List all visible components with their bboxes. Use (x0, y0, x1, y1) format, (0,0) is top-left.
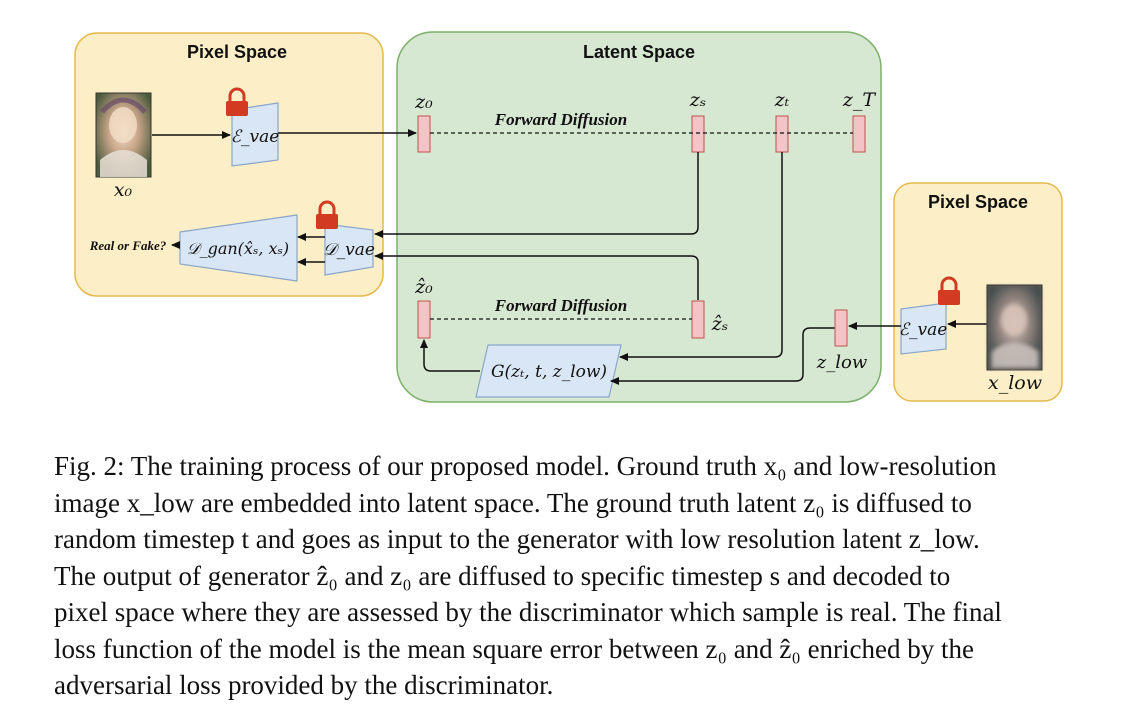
arrow-zt-to-generator (619, 152, 783, 361)
label-zT: z_T (842, 89, 877, 111)
caption-line: pixel space where they are assessed by t… (54, 597, 1002, 627)
latent-bar-zt (775, 115, 789, 153)
caption-line: adversarial loss provided by the discrim… (54, 670, 554, 700)
figure-caption: Fig. 2: The training process of our prop… (54, 448, 1104, 704)
forward-diffusion-bottom-label: Forward Diffusion (494, 296, 627, 315)
input-image-x0 (95, 92, 152, 178)
lock-icon (316, 200, 338, 229)
pixel-space-right-title: Pixel Space (928, 192, 1028, 212)
label-z0-hat: ẑ₀ (414, 276, 433, 298)
latent-bar-zs-hat (691, 300, 705, 339)
decoder-label: 𝒟_vae (323, 240, 375, 260)
label-zt: zₜ (774, 89, 790, 111)
latent-bar-zT (852, 115, 866, 153)
lock-icon (938, 276, 960, 305)
forward-diffusion-top-label: Forward Diffusion (494, 110, 627, 129)
encoder-left-block (231, 102, 279, 167)
label-zs-hat: ẑₛ (711, 313, 728, 335)
encoder-right-block (900, 302, 947, 355)
pixel-space-left-title: Pixel Space (187, 42, 287, 62)
arrow-zs-to-decoder (374, 152, 699, 238)
generator-block (475, 344, 622, 398)
caption-line: image x_low are embedded into latent spa… (54, 487, 972, 518)
latent-space-title: Latent Space (583, 42, 695, 62)
latent-bar-zlow (834, 309, 848, 347)
label-z0: z₀ (414, 91, 433, 113)
real-or-fake-label: Real or Fake? (89, 238, 167, 253)
encoder-left-label: ℰ_vae (231, 127, 280, 147)
discriminator-block (179, 214, 298, 282)
latent-bar-z0 (417, 115, 431, 153)
caption-line: The output of generator ẑ₀ and z₀ are di… (54, 560, 951, 591)
decoder-block (324, 223, 374, 276)
arrow-zs-hat-to-decoder (374, 252, 699, 300)
encoder-right-label: ℰ_vae (899, 320, 948, 340)
label-zs: zₛ (689, 89, 706, 111)
pixel-space-left-panel (74, 32, 384, 297)
latent-space-panel (396, 31, 882, 403)
input-label-x0: x₀ (114, 179, 133, 201)
input-label-xlow: x_low (988, 372, 1042, 394)
latent-bar-zs (691, 115, 705, 153)
generator-label: G(zₜ, t, z_low) (491, 362, 607, 382)
input-image-xlow (986, 284, 1043, 371)
latent-bar-z0-hat (417, 300, 431, 339)
caption-line: loss function of the model is the mean s… (54, 633, 975, 664)
arrow-zlow-to-generator (610, 327, 841, 385)
arrow-generator-to-z0-hat (420, 339, 480, 372)
label-zlow: z_low (816, 352, 868, 373)
caption-line: random timestep t and goes as input to t… (54, 524, 980, 554)
caption-line: Fig. 2: The training process of our prop… (54, 451, 997, 481)
discriminator-label: 𝒟_gan(x̂ₛ, xₛ) (187, 239, 289, 258)
training-diagram: Pixel Space Latent Space Pixel Space x₀ … (74, 31, 1063, 403)
lock-icon (226, 87, 248, 116)
